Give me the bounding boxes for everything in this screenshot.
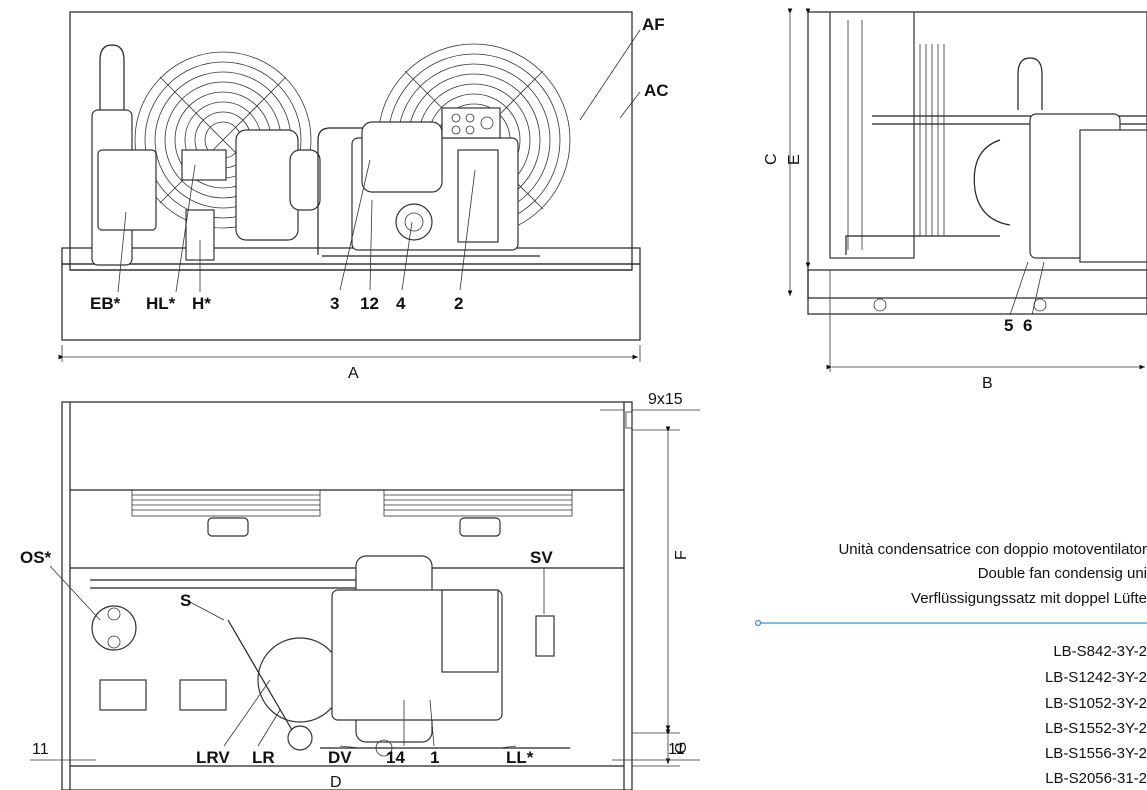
label-lrv: LRV [196,748,230,767]
solenoid-valve [535,615,555,657]
terminal-box [441,107,501,139]
label-2: 2 [454,294,463,313]
label-sv: SV [530,548,553,567]
label-dv: DV [328,748,352,767]
dimension-g: G [673,742,690,754]
dimension-e: E [786,154,803,165]
title-italian: Unità condensatrice con doppio motoventi… [838,541,1147,558]
top-view [30,401,700,790]
label-eb: EB* [90,294,121,313]
label-hl: HL* [146,294,176,313]
label-s: S [180,591,191,610]
electrical-box [97,149,157,231]
dimension-slot: 9x15 [648,391,683,408]
receiver [235,129,299,241]
condenser-fins [913,44,945,236]
model-2: LB-S1242-3Y-2 [1045,669,1147,686]
label-5: 5 [1004,316,1013,335]
model-6: LB-S2056-31-2 [1045,770,1147,787]
label-ac: AC [644,81,669,100]
dimension-c: C [763,153,780,165]
dimension-d: D [330,774,342,790]
label-h: H* [192,294,211,313]
liquid-receiver [257,637,343,723]
title-divider-dot [754,619,762,627]
label-4: 4 [396,294,406,313]
label-os: OS* [20,548,52,567]
coil-right [383,489,573,537]
coil-left [131,489,321,537]
model-4: LB-S1552-3Y-2 [1045,720,1147,737]
side-view [787,8,1147,372]
label-1: 1 [430,748,439,767]
model-1: LB-S842-3Y-2 [1053,643,1147,660]
title-english: Double fan condensig uni [978,565,1147,582]
label-12: 12 [360,294,379,313]
title-block: Unità condensatrice con doppio motoventi… [754,541,1147,787]
dimension-a: A [348,365,359,382]
label-ll: LL* [506,748,534,767]
dimension-f: F [673,550,690,560]
label-3: 3 [330,294,339,313]
label-lr: LR [252,748,275,767]
label-6: 6 [1023,316,1032,335]
pressure-switch [181,149,227,181]
front-view [58,11,641,362]
title-german: Verflüssigungssatz mit doppel Lüfte [911,590,1147,607]
label-af: AF [642,15,665,34]
oil-separator [91,605,137,651]
dimension-left-margin: 11 [32,741,49,758]
model-3: LB-S1052-3Y-2 [1045,695,1147,712]
dimension-right-margin: 11 [668,741,685,758]
model-5: LB-S1556-3Y-2 [1045,745,1147,762]
dimension-b: B [982,375,993,392]
label-14: 14 [386,748,405,767]
